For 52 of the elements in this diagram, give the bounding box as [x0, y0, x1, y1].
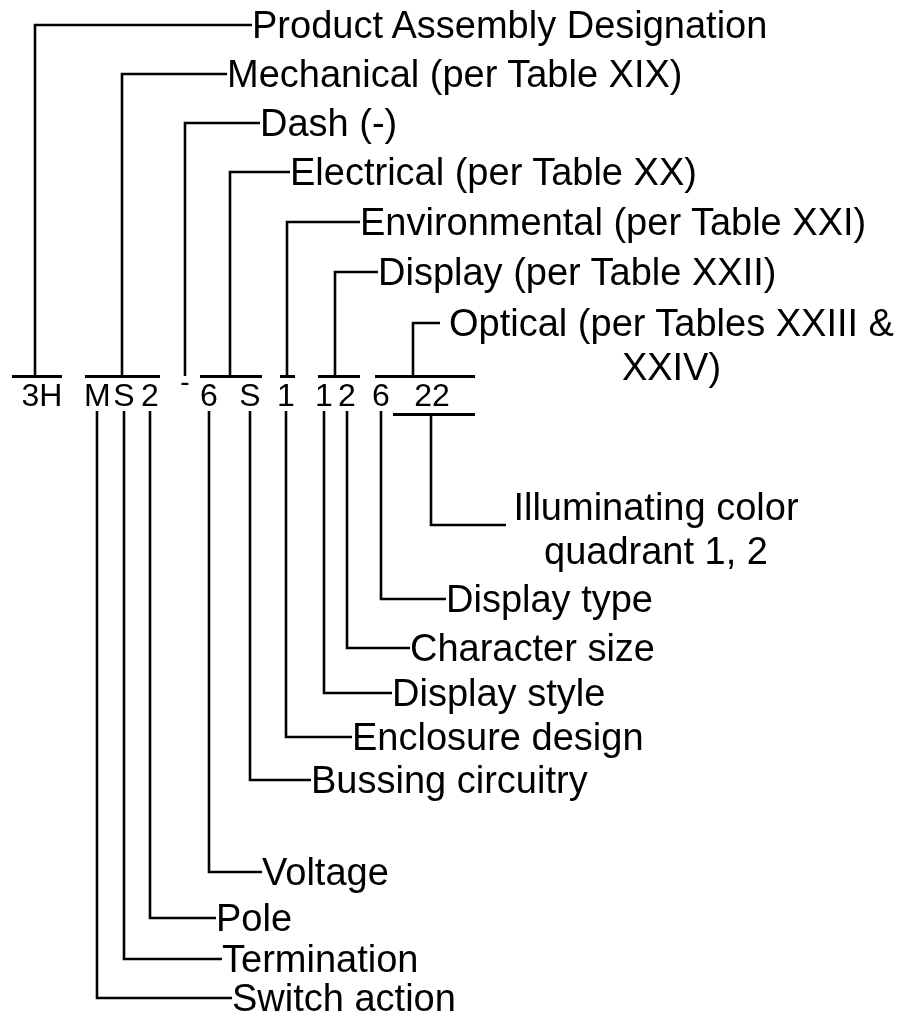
description-label: Display style — [392, 673, 606, 713]
bracket-bar — [200, 375, 262, 378]
description-label: Dash (-) — [260, 101, 398, 145]
code-character: 6 — [371, 379, 391, 411]
bracket-bar — [318, 375, 360, 378]
code-character: 6 — [199, 379, 219, 411]
leader-line — [285, 220, 360, 375]
code-character: 3H — [19, 379, 65, 411]
description-label: Pole — [216, 898, 293, 938]
leader-line — [183, 121, 260, 376]
leader-line — [284, 411, 352, 739]
description-label: Display (per Table XXII) — [378, 250, 777, 294]
description-label: Bussing circuitry — [311, 760, 588, 800]
code-character: 1 — [315, 379, 333, 411]
description-label: Environmental (per Table XXI) — [360, 200, 867, 244]
leader-line — [122, 411, 222, 961]
leader-line — [429, 416, 506, 527]
code-character: 22 — [412, 379, 452, 411]
leader-line — [33, 23, 252, 375]
code-character: S — [113, 379, 135, 411]
leader-line — [120, 72, 227, 375]
bracket-bar — [375, 375, 475, 378]
code-character: 2 — [140, 379, 160, 411]
code-character: 1 — [277, 379, 295, 411]
description-label: Enclosure design — [352, 717, 644, 757]
leader-line — [411, 321, 440, 375]
leader-line — [333, 270, 378, 375]
code-character: S — [239, 379, 261, 411]
description-label: Mechanical (per Table XIX) — [227, 52, 683, 96]
description-label: Character size — [410, 628, 655, 668]
description-label: Termination — [222, 939, 419, 979]
description-label: Display type — [446, 579, 653, 619]
leader-line — [148, 411, 216, 920]
leader-line — [207, 411, 262, 874]
description-label: Switch action — [232, 978, 456, 1018]
description-label: Voltage — [262, 852, 389, 892]
bracket-bar — [85, 375, 160, 378]
leader-line — [345, 411, 410, 650]
code-character: M — [84, 379, 110, 411]
bracket-bar — [12, 375, 62, 378]
description-label: Illuminating color quadrant 1, 2 — [506, 485, 806, 573]
leader-line — [322, 411, 392, 695]
leader-line — [379, 411, 446, 601]
leader-line — [228, 170, 290, 375]
code-character: - — [178, 376, 192, 388]
bracket-bar — [393, 413, 475, 416]
code-character: 2 — [337, 379, 357, 411]
bracket-bar — [280, 375, 295, 378]
description-label: Electrical (per Table XX) — [290, 150, 697, 194]
leader-line — [95, 411, 232, 1000]
description-label: Product Assembly Designation — [252, 3, 768, 47]
leader-line — [248, 411, 311, 782]
